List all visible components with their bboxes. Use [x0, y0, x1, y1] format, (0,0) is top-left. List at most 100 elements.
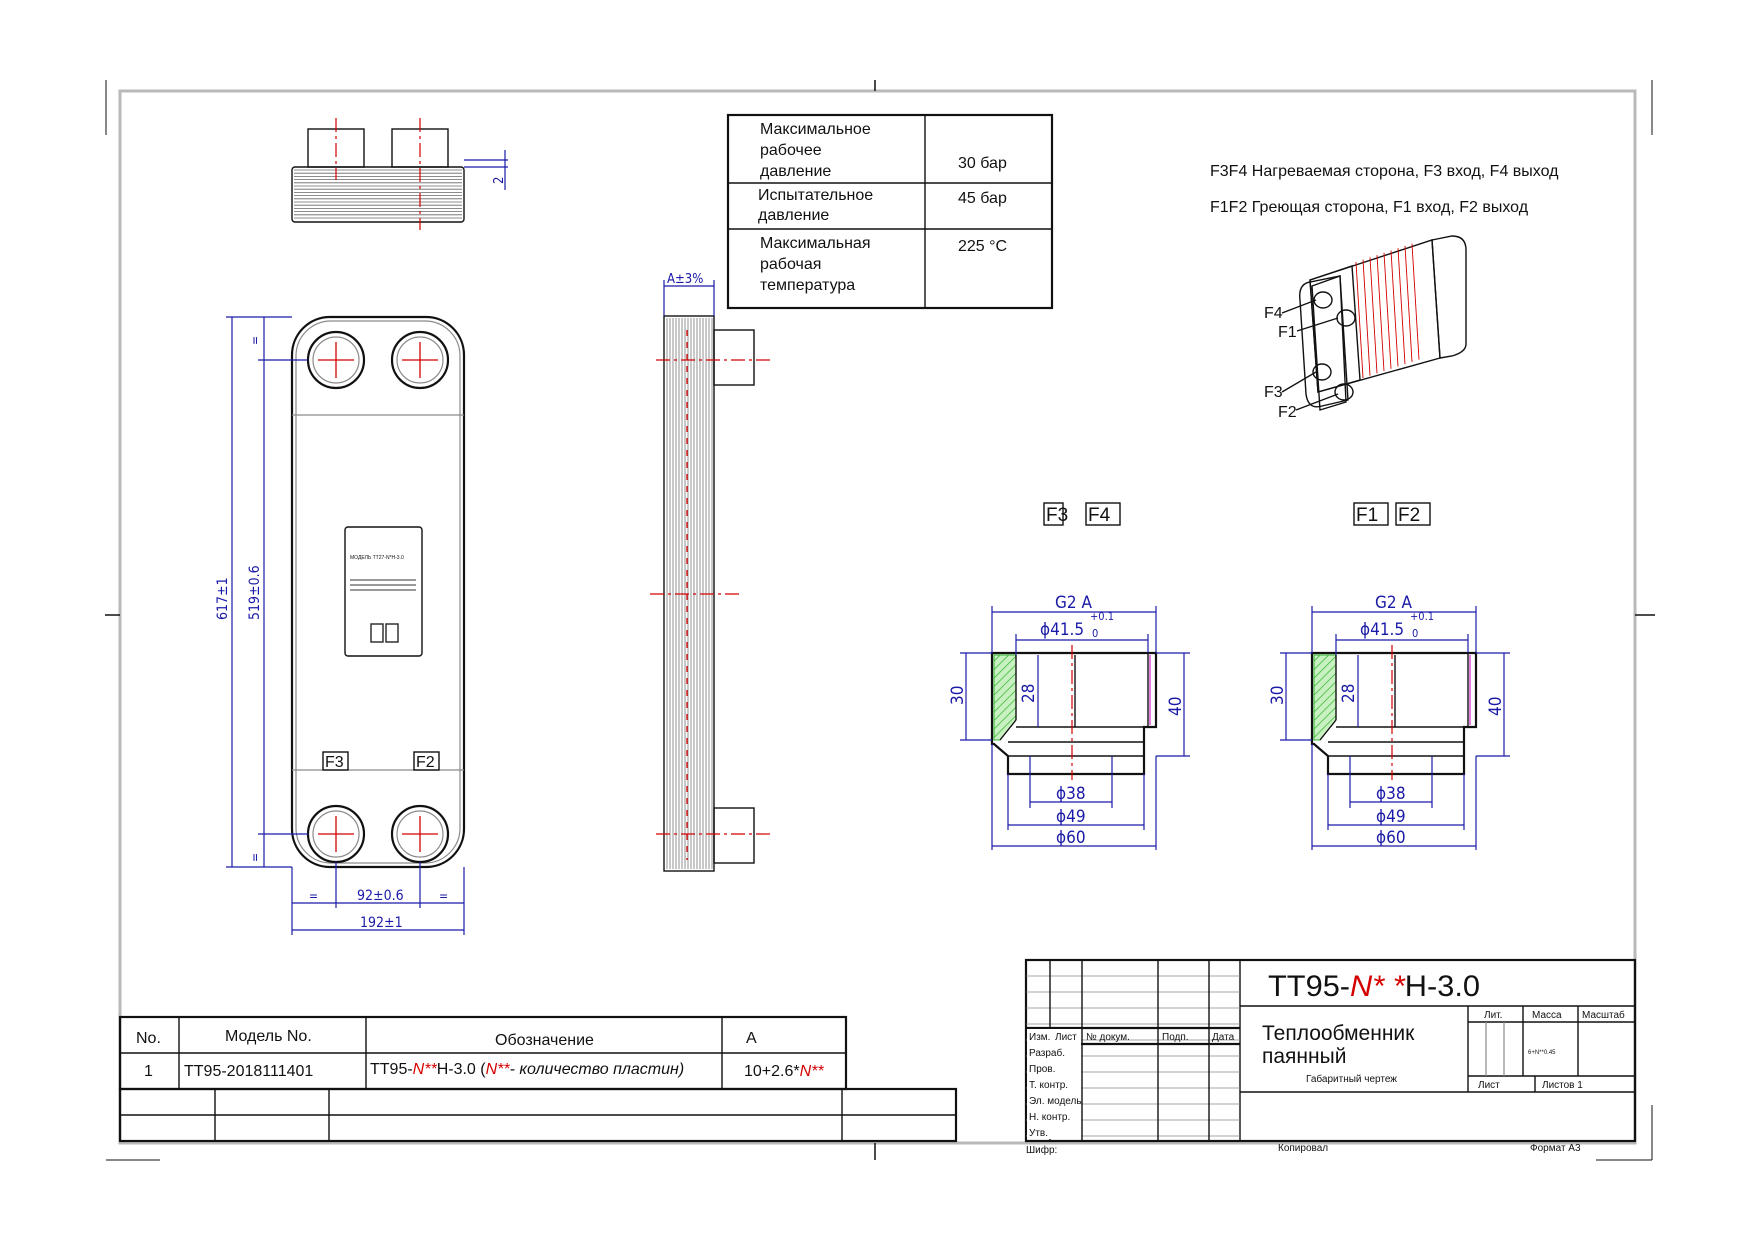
side-view: A±3% — [650, 272, 770, 872]
spec-1-value: 45 бар — [958, 190, 1007, 207]
iso-label-f2: F2 — [1278, 404, 1297, 421]
nameplate-model: МОДЕЛЬ TT27-N*H-3.0 — [350, 555, 404, 561]
tb-mass: Масса — [1532, 1010, 1562, 1021]
tb-sheets: Листов 1 — [1542, 1080, 1583, 1091]
hatch-section-0 — [993, 654, 1017, 741]
fitting-0-h30: 30 — [948, 686, 968, 705]
tb-cipher: Шифр: — [1026, 1144, 1057, 1156]
spec-2-line-2: температура — [760, 277, 855, 294]
tb-copied: Копировал — [1278, 1143, 1328, 1154]
fitting-0-h40: 40 — [1166, 697, 1186, 716]
fitting-1-h40: 40 — [1486, 697, 1506, 716]
tb-mass-value: 6+N**0.45 — [1528, 1050, 1556, 1056]
a-prefix: 10+2.6* — [744, 1063, 800, 1080]
tb-code-prefix: TT95- — [1268, 970, 1350, 1003]
designation-note: - количество пластин) — [510, 1061, 685, 1078]
equal-mark-bottom: = — [248, 853, 262, 862]
fitting-0-d49: ϕ49 — [1056, 807, 1086, 827]
row-model: TT95-2018111401 — [184, 1063, 313, 1080]
fitting-1-tol-lower: 0 — [1412, 627, 1418, 640]
note-heating-side: F1F2 Греющая сторона, F1 вход, F2 выход — [1210, 199, 1529, 216]
equal-mark-right: = — [439, 889, 448, 903]
nameplate: МОДЕЛЬ TT27-N*H-3.0 — [344, 526, 423, 657]
designation-n: N** — [413, 1061, 438, 1078]
spec-table: Максимальное рабочее давление 30 бар Исп… — [726, 113, 1054, 310]
row-designation: TT95-N**H-3.0 (N**- количество пластин) — [370, 1061, 684, 1078]
title-block: Изм. Лист № докум. Подп. Дата Разраб. Пр… — [1024, 958, 1637, 1156]
front-view: F3 F2 МОДЕЛЬ TT27-N*H-3.0 — [215, 315, 466, 935]
spec-0-line-2: давление — [760, 163, 831, 180]
tb-col-izm: Изм. — [1029, 1032, 1050, 1043]
spec-0-line-1: рабочее — [760, 142, 822, 159]
detail-1-tag-b: F2 — [1398, 505, 1420, 526]
hatch-section-1 — [1313, 654, 1337, 741]
tb-title-line2: паянный — [1262, 1045, 1346, 1068]
fitting-1-d38: ϕ38 — [1376, 784, 1406, 804]
tb-role-ncontrol: Н. контр. — [1029, 1112, 1070, 1123]
designation-note-n: N** — [486, 1061, 511, 1078]
tb-scale: Масштаб — [1582, 1009, 1625, 1021]
detail-0-tag-a: F3 — [1046, 505, 1068, 526]
col-designation: Обозначение — [495, 1032, 594, 1049]
fitting-1-tol-upper: +0.1 — [1410, 610, 1434, 623]
spec-2-line-1: рабочая — [760, 256, 821, 273]
col-model: Модель No. — [225, 1028, 312, 1045]
top-view: 2 — [291, 118, 508, 230]
spec-0-line-0: Максимальное — [760, 121, 871, 138]
tb-code: TT95-N* *H-3.0 — [1268, 970, 1480, 1003]
tb-title-line1: Теплообменник — [1262, 1022, 1415, 1045]
spec-1-line-0: Испытательное — [758, 187, 873, 204]
designation-prefix: TT95- — [370, 1061, 413, 1078]
tb-role-check: Пров. — [1029, 1064, 1055, 1075]
detail-0-tag-b: F4 — [1088, 505, 1111, 526]
tb-subtitle: Габаритный чертеж — [1306, 1073, 1397, 1085]
fitting-0-thread: G2 A — [1055, 593, 1092, 613]
fitting-1-d49: ϕ49 — [1376, 807, 1406, 827]
fitting-0-h28: 28 — [1019, 684, 1039, 703]
fitting-0-bore: ϕ41.5 — [1040, 620, 1084, 640]
tb-code-n: N* * — [1350, 970, 1406, 1003]
tb-role-approve: Утв. — [1029, 1128, 1048, 1139]
port-label-f3: F3 — [325, 754, 344, 771]
col-a: A — [746, 1030, 757, 1047]
dim-thickness: A±3% — [667, 272, 703, 287]
port-f1 — [390, 330, 450, 390]
fitting-1-d60: ϕ60 — [1376, 828, 1406, 848]
note-heated-side: F3F4 Нагреваемая сторона, F3 вход, F4 вы… — [1210, 163, 1559, 180]
tb-lit: Лит. — [1484, 1010, 1502, 1021]
dim-overall-width: 192±1 — [360, 915, 403, 931]
dim-overall-height: 617±1 — [215, 577, 231, 620]
spec-0-value: 30 бар — [958, 155, 1007, 172]
isometric-view: F4 F1 F3 F2 — [1264, 235, 1467, 421]
spec-2-line-0: Максимальная — [760, 235, 871, 252]
top-dim-small: 2 — [492, 177, 507, 184]
tb-col-sign: Подп. — [1162, 1032, 1189, 1043]
fitting-1-thread: G2 A — [1375, 593, 1412, 613]
fitting-1-bore: ϕ41.5 — [1360, 620, 1404, 640]
dim-port-center-width: 92±0.6 — [357, 888, 404, 904]
fitting-0-d60: ϕ60 — [1056, 828, 1086, 848]
tb-col-list: Лист — [1055, 1032, 1077, 1043]
row-no: 1 — [144, 1063, 153, 1080]
detail-1-tag-a: F1 — [1356, 505, 1378, 526]
model-table: No. Модель No. Обозначение A 1 TT95-2018… — [118, 1015, 958, 1143]
fitting-0-tol-upper: +0.1 — [1090, 610, 1114, 623]
a-n: N** — [800, 1063, 825, 1080]
port-label-f2: F2 — [416, 754, 435, 771]
fitting-1-h28: 28 — [1339, 684, 1359, 703]
tb-format: Формат А3 — [1530, 1143, 1581, 1154]
fitting-0-d38: ϕ38 — [1056, 784, 1086, 804]
col-no: No. — [136, 1030, 161, 1047]
connection-detail-1: F1 F2 — [1353, 502, 1431, 526]
tb-code-suffix: H-3.0 — [1405, 970, 1480, 1003]
spec-2-value: 225 °C — [958, 238, 1007, 255]
iso-label-f4: F4 — [1264, 305, 1283, 322]
iso-label-f3: F3 — [1264, 384, 1283, 401]
sheet-frame — [105, 80, 1655, 1161]
iso-label-f1: F1 — [1278, 324, 1297, 341]
spec-1-line-1: давление — [758, 207, 829, 224]
connection-detail-0: F3 F4 — [1043, 502, 1121, 526]
dim-port-center-height: 519±0.6 — [247, 565, 263, 620]
